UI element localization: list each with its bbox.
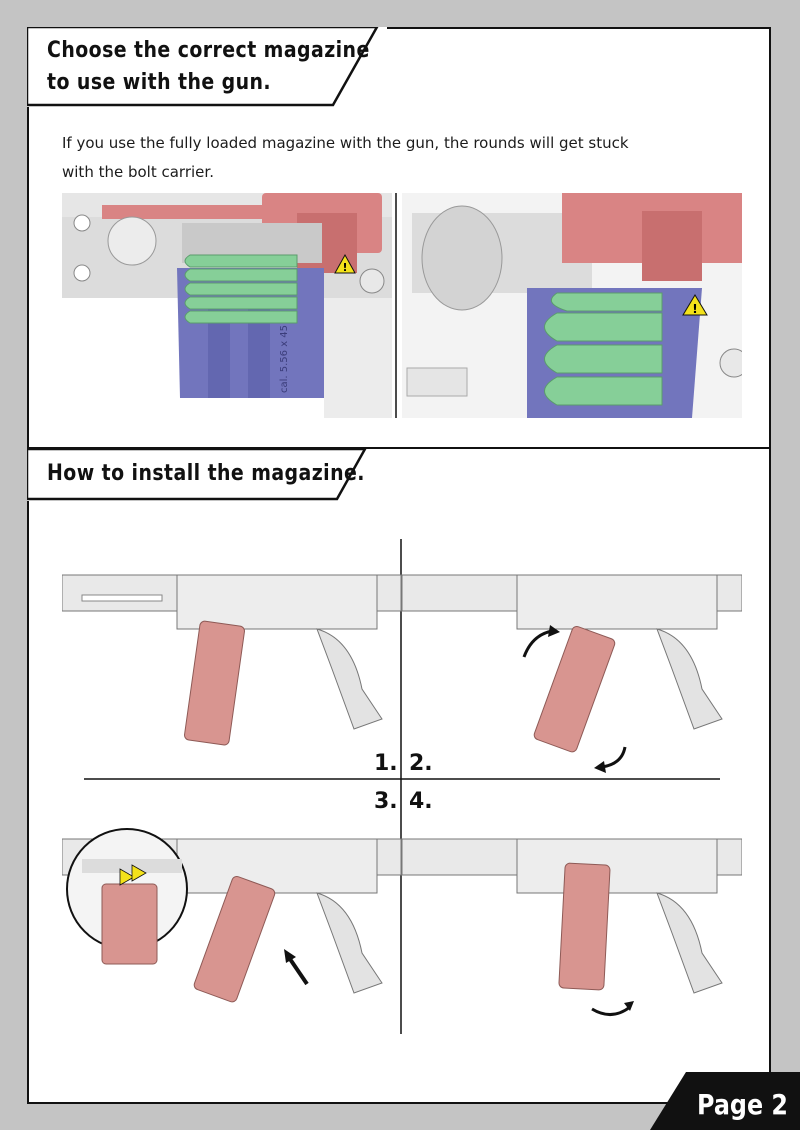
intro-line-2: with the bolt carrier. (62, 163, 214, 181)
magazine-marking-text: cal. 5.56 x 45 (279, 325, 290, 393)
step-number-1: 1. (374, 751, 398, 776)
install-steps-illustration (62, 539, 742, 1034)
step-number-2: 2. (409, 751, 433, 776)
title-frame (27, 27, 379, 107)
page-number-tag: Page 2 (650, 1072, 800, 1130)
section-title-install: How to install the magazine. (27, 449, 367, 501)
step-number-4: 4. (409, 789, 433, 814)
page-number-text: Page 2 (697, 1088, 788, 1121)
intro-text: If you use the fully loaded magazine wit… (62, 129, 702, 187)
manual-page: Choose the correct magazine to use with … (27, 27, 771, 1104)
section-divider (29, 447, 769, 449)
title-text: Choose the correct magazine to use with … (47, 35, 374, 99)
title-line-2: to use with the gun. (47, 70, 272, 95)
loaded-magazine-illustration: ! cal. 5.56 x 45 ! (62, 193, 742, 418)
svg-text:!: ! (692, 302, 697, 316)
step-1-illustration (62, 574, 402, 746)
step-4-illustration (401, 838, 742, 1016)
page-tag-shape (650, 1072, 800, 1130)
step-number-3: 3. (374, 789, 398, 814)
section-title-correct-magazine: Choose the correct magazine to use with … (27, 27, 387, 107)
intro-line-1: If you use the fully loaded magazine wit… (62, 134, 629, 152)
svg-text:!: ! (342, 261, 347, 274)
title-line-1: Choose the correct magazine (47, 38, 370, 63)
title-frame (27, 449, 367, 501)
install-title-text: How to install the magazine. (47, 461, 365, 486)
step-2-illustration (401, 574, 742, 773)
step-3-illustration (62, 828, 402, 1003)
right-panel-illustration: ! (402, 193, 742, 418)
left-panel-illustration: ! cal. 5.56 x 45 (62, 193, 392, 418)
